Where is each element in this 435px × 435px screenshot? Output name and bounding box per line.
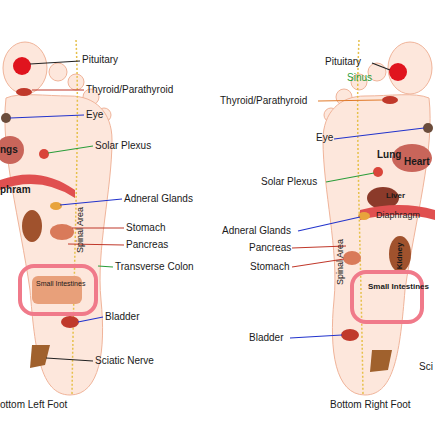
organ-label: Eye — [86, 109, 103, 121]
organ-label: Sciatic Nerve — [95, 355, 154, 367]
organ-label: Eye — [316, 132, 333, 144]
organ-label: Bladder — [249, 332, 283, 344]
organ-label: Thyroid/Parathyroid — [86, 84, 173, 96]
organ-label: Heart — [404, 156, 430, 168]
bladder-organ — [341, 329, 359, 341]
leader-line — [10, 115, 84, 118]
organ-label: Transverse Colon — [115, 261, 194, 273]
leader-line — [32, 89, 84, 90]
leader-line — [298, 217, 360, 231]
sciatic-organ — [30, 345, 50, 368]
lung-organ — [0, 136, 24, 164]
leader-line — [60, 199, 122, 205]
leader-line — [372, 63, 390, 70]
vertical-label: Spinal Area — [334, 239, 346, 285]
organ-label: Sinus — [347, 72, 372, 84]
organ-label: Thyroid/Parathyroid — [220, 95, 307, 107]
organ-label: Solar Plexus — [261, 176, 317, 188]
kidney-organ — [22, 210, 42, 242]
organ-label: Adneral Glands — [124, 193, 193, 205]
leader-line — [46, 358, 93, 361]
organ-label: Diaphragm — [376, 209, 420, 221]
organ-label: Pancreas — [249, 242, 291, 254]
organ-label: Solar Plexus — [95, 140, 151, 152]
organ-label: ottom Left Foot — [0, 399, 67, 411]
kidney-organ — [389, 236, 411, 272]
leader-line — [290, 335, 342, 338]
organ-label: Bottom Right Foot — [330, 399, 411, 411]
leader-line — [98, 266, 113, 267]
vertical-label: Kidney — [394, 243, 406, 270]
solar-plexus-spot — [373, 167, 383, 177]
solar-plexus-spot — [39, 149, 49, 159]
diaphragm-band — [360, 205, 435, 220]
pituitary-spot — [13, 57, 31, 75]
leader-line — [48, 146, 93, 153]
right-foot — [323, 40, 432, 395]
thyroid-organ — [16, 88, 32, 96]
stomach-organ — [50, 224, 74, 240]
leader-line — [326, 173, 374, 182]
adrenal-organ — [50, 202, 62, 210]
organ-label: Small Intestines — [368, 281, 429, 293]
colon-outline — [352, 272, 422, 322]
organ-label: Adneral Glands — [222, 225, 291, 237]
sciatic-organ — [370, 350, 392, 372]
eye-organ — [423, 123, 433, 133]
vertical-label: Spinal Area — [74, 207, 86, 253]
organ-label: Pituitary — [82, 54, 118, 66]
bladder-organ — [61, 316, 79, 328]
pituitary-spot — [389, 63, 407, 81]
leader-line — [334, 128, 424, 139]
organ-label: Pituitary — [325, 56, 361, 68]
diaphragm-band — [0, 174, 75, 198]
organ-label: Stomach — [250, 261, 289, 273]
leader-line — [30, 61, 80, 64]
leader-line — [78, 317, 103, 322]
organ-label: Bladder — [105, 311, 139, 323]
organ-label: Sci — [419, 361, 433, 373]
organ-label: Small Intestines — [36, 278, 85, 290]
eye-organ — [1, 113, 11, 123]
organ-label: phram — [0, 184, 31, 196]
organ-label: Stomach — [126, 222, 165, 234]
leader-line — [318, 100, 382, 101]
organ-label: Liver — [386, 190, 405, 202]
organ-label: Lung — [377, 149, 401, 161]
organ-label: Pancreas — [126, 239, 168, 251]
adrenal-organ — [358, 212, 370, 220]
colon-outline — [20, 266, 96, 314]
stomach-organ — [343, 251, 361, 265]
thyroid-organ — [382, 96, 398, 104]
organ-label: ngs — [0, 144, 18, 156]
